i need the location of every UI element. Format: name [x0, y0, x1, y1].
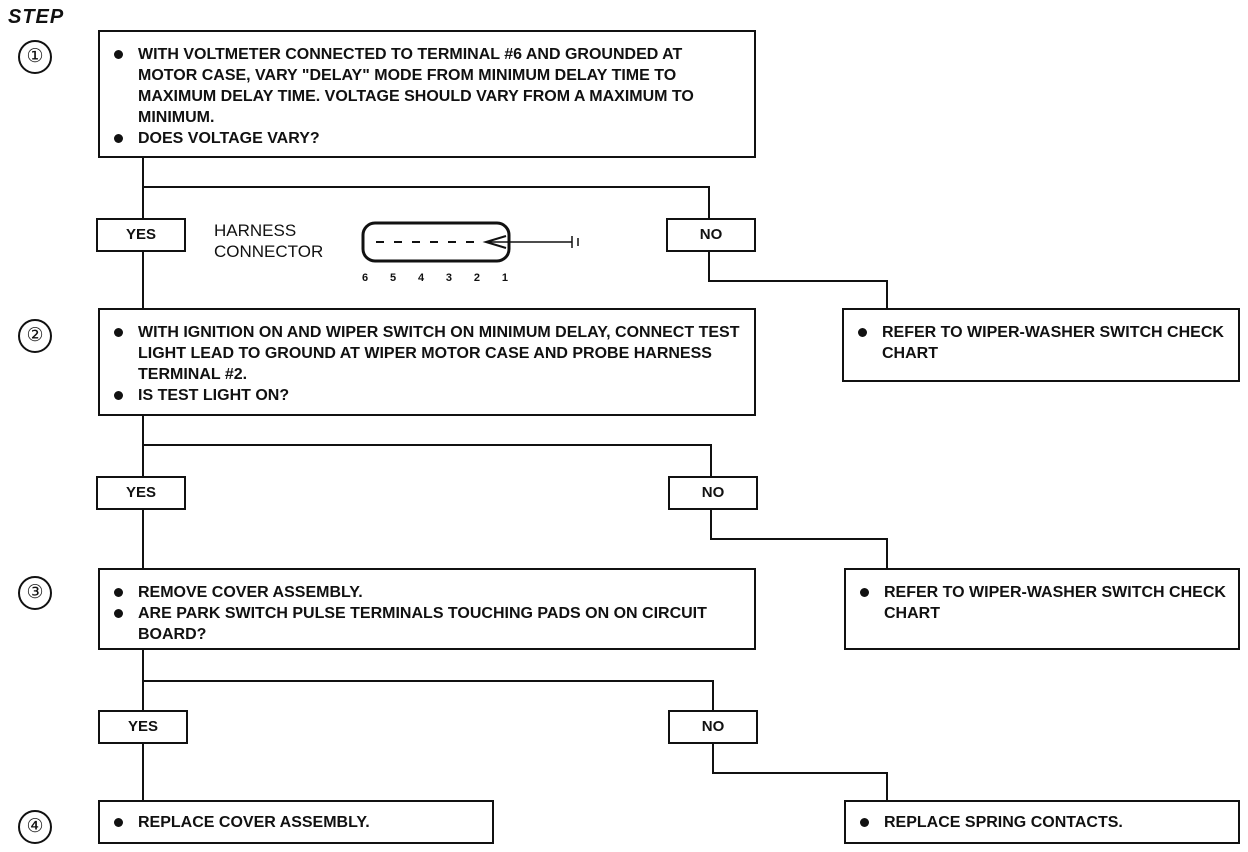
harness-terminal-numbers: 6 5 4 3 2 1 — [362, 272, 508, 284]
step-4-box: REPLACE COVER ASSEMBLY. — [98, 800, 494, 844]
no-result-1-text: REFER TO WIPER-WASHER SWITCH CHECK CHART — [856, 322, 1228, 364]
harness-connector-label: HARNESS CONNECTOR — [214, 220, 323, 262]
no-result-3-box: REPLACE SPRING CONTACTS. — [844, 800, 1240, 844]
connector-line — [142, 680, 714, 682]
step-number-4: ④ — [18, 810, 52, 844]
step-4-text: REPLACE COVER ASSEMBLY. — [112, 812, 482, 833]
terminal-number: 3 — [445, 272, 453, 284]
terminal-number: 5 — [389, 272, 397, 284]
step-2-question: IS TEST LIGHT ON? — [112, 385, 744, 406]
step-3-box: REMOVE COVER ASSEMBLY. ARE PARK SWITCH P… — [98, 568, 756, 650]
yes-label: YES — [96, 476, 186, 510]
terminal-number: 6 — [362, 272, 369, 284]
no-label: NO — [668, 476, 758, 510]
connector-line — [142, 252, 144, 310]
step-number-2: ② — [18, 319, 52, 353]
connector-line — [712, 744, 714, 774]
no-result-1-box: REFER TO WIPER-WASHER SWITCH CHECK CHART — [842, 308, 1240, 382]
harness-connector-icon — [361, 221, 579, 263]
connector-line — [142, 158, 144, 220]
connector-line — [142, 416, 144, 478]
terminal-number: 1 — [501, 272, 508, 284]
step-2-box: WITH IGNITION ON AND WIPER SWITCH ON MIN… — [98, 308, 756, 416]
step-1-question: DOES VOLTAGE VARY? — [112, 128, 744, 149]
connector-line — [708, 252, 710, 282]
step-heading: STEP — [8, 6, 65, 28]
step-number-3: ③ — [18, 576, 52, 610]
connector-line — [886, 280, 888, 310]
no-result-2-box: REFER TO WIPER-WASHER SWITCH CHECK CHART — [844, 568, 1240, 650]
connector-line — [712, 772, 888, 774]
step-3-instruction: REMOVE COVER ASSEMBLY. — [112, 582, 744, 603]
connector-line — [708, 280, 888, 282]
connector-line — [886, 772, 888, 802]
step-3-question: ARE PARK SWITCH PULSE TERMINALS TOUCHING… — [112, 603, 744, 645]
connector-line — [712, 680, 714, 712]
connector-line — [886, 538, 888, 570]
connector-line — [710, 538, 888, 540]
connector-line — [142, 744, 144, 802]
connector-line — [142, 510, 144, 570]
no-result-3-text: REPLACE SPRING CONTACTS. — [858, 812, 1228, 833]
step-number-1: ① — [18, 40, 52, 74]
connector-line — [708, 186, 710, 220]
yes-label: YES — [96, 218, 186, 252]
harness-label-line2: CONNECTOR — [214, 242, 324, 261]
yes-label: YES — [98, 710, 188, 744]
no-label: NO — [668, 710, 758, 744]
step-1-instruction: WITH VOLTMETER CONNECTED TO TERMINAL #6 … — [112, 44, 744, 128]
connector-line — [142, 186, 710, 188]
terminal-number: 2 — [473, 272, 480, 284]
connector-line — [710, 444, 712, 478]
terminal-number: 4 — [417, 272, 425, 284]
no-label: NO — [666, 218, 756, 252]
connector-line — [710, 510, 712, 540]
step-1-box: WITH VOLTMETER CONNECTED TO TERMINAL #6 … — [98, 30, 756, 158]
connector-line — [142, 444, 712, 446]
harness-label-line1: HARNESS — [214, 221, 297, 240]
step-2-instruction: WITH IGNITION ON AND WIPER SWITCH ON MIN… — [112, 322, 744, 385]
no-result-2-text: REFER TO WIPER-WASHER SWITCH CHECK CHART — [858, 582, 1228, 624]
